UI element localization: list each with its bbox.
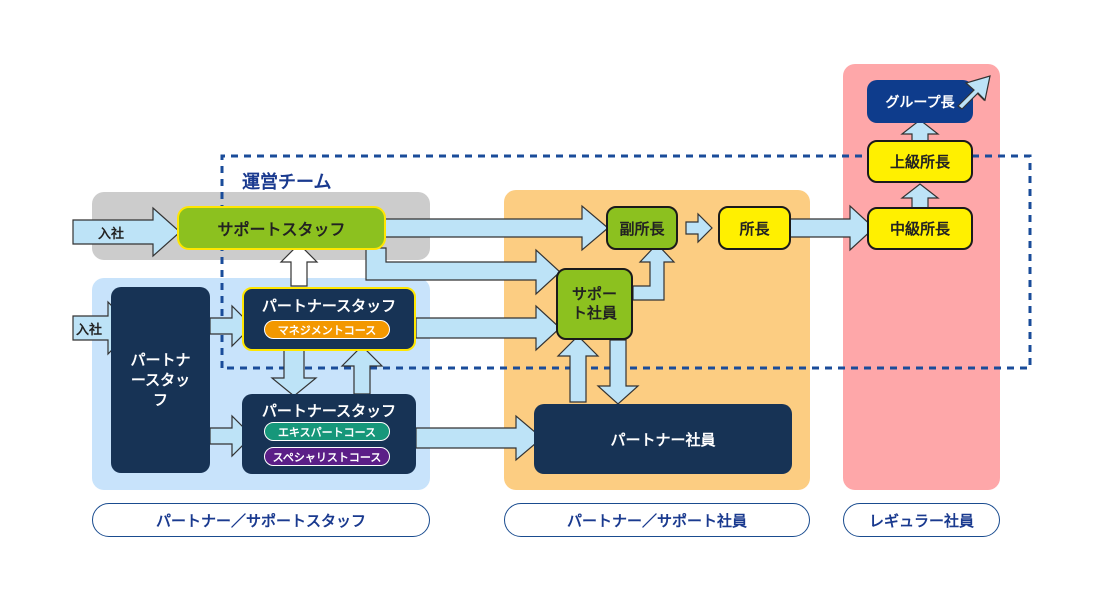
arrow-partneremp-to-supportemp	[556, 335, 600, 403]
arrow-mgmt-to-support	[279, 243, 319, 287]
node-support-employee-label: サポート社員	[571, 285, 617, 322]
arrow-mid-to-senior	[900, 183, 940, 209]
node-partner-employee: パートナー社員	[534, 404, 792, 474]
node-support-staff: サポートスタッフ	[177, 206, 386, 250]
node-partner-staff-mgmt: パートナースタッフ	[242, 287, 416, 351]
entry-label-partner: 入社	[76, 323, 103, 338]
arrow-supportemp-to-partneremp	[596, 339, 640, 405]
arrow-mgmt-to-supportemp	[415, 304, 561, 352]
node-partner-staff-mgmt-label: パートナースタッフ	[261, 297, 397, 315]
arrow-support-to-vice	[383, 204, 609, 252]
zone-label-partner-support-employee: パートナー／サポート社員	[504, 503, 810, 537]
arrow-entry-support	[72, 206, 181, 258]
node-partner-staff-left: パートナースタッフ	[111, 287, 210, 473]
arrow-mgmt-to-expert	[270, 349, 318, 397]
node-vice-director: 副所長	[606, 206, 678, 250]
node-director: 所長	[718, 206, 791, 250]
course-specialist: スペシャリストコース	[264, 447, 390, 466]
course-management: マネジメントコース	[264, 320, 390, 339]
node-partner-staff-left-label: パートナースタッフ	[130, 351, 191, 409]
arrow-director-to-mid	[789, 204, 875, 252]
node-support-employee: サポート社員	[556, 268, 633, 340]
arrow-support-to-supportemp	[365, 247, 561, 296]
arrow-vice-to-director	[685, 212, 713, 244]
arrow-expert-to-partneremp	[415, 414, 543, 462]
node-senior-director: 上級所長	[867, 140, 973, 183]
zone-label-regular-employee: レギュラー社員	[843, 503, 1000, 537]
zone-label-partner-support-staff: パートナー／サポートスタッフ	[92, 503, 430, 537]
node-group-leader: グループ長	[867, 80, 973, 123]
arrow-expert-to-mgmt	[340, 345, 384, 395]
course-expert: エキスパートコース	[264, 422, 390, 441]
arrow-supportemp-to-vice	[632, 243, 676, 301]
node-partner-staff-expert-label: パートナースタッフ	[261, 402, 397, 420]
arrow-group-out-top	[957, 75, 991, 110]
node-mid-director: 中級所長	[867, 207, 973, 250]
entry-label-support: 入社	[98, 227, 125, 242]
operation-team-label: 運営チーム	[242, 172, 332, 193]
